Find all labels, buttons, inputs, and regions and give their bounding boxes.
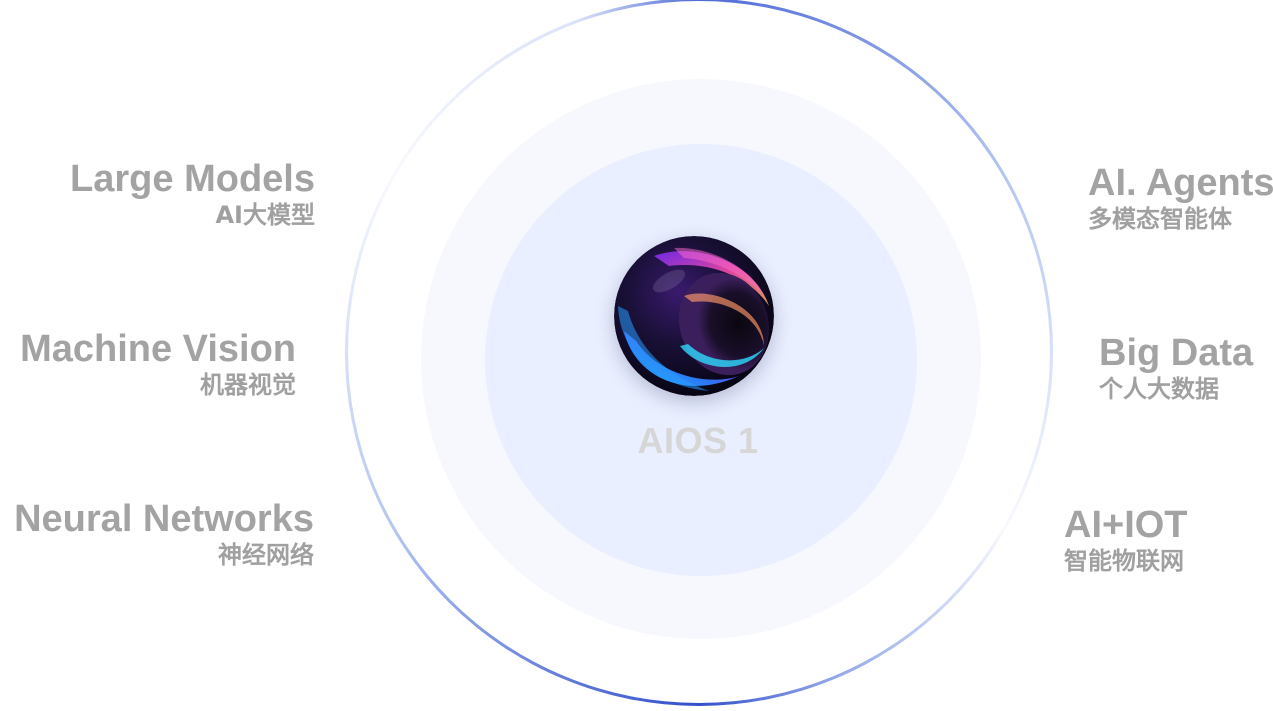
glowing-sphere-icon xyxy=(614,236,774,396)
feature-title: Machine Vision xyxy=(20,328,296,370)
feature-large-models: Large Models AI大模型 xyxy=(70,158,315,230)
feature-subtitle: 神经网络 xyxy=(218,541,314,569)
feature-subtitle: 个人大数据 xyxy=(1099,375,1219,403)
feature-neural-networks: Neural Networks 神经网络 xyxy=(14,498,314,570)
center-title: AIOS 1 xyxy=(637,420,759,461)
feature-ai-agents: AI. Agents 多模态智能体 xyxy=(1088,162,1273,234)
feature-machine-vision: Machine Vision 机器视觉 xyxy=(20,328,296,400)
feature-ai-iot: AI+IOT 智能物联网 xyxy=(1064,504,1188,576)
feature-title: AI+IOT xyxy=(1064,504,1188,546)
feature-title: Big Data xyxy=(1099,332,1254,374)
feature-subtitle: 多模态智能体 xyxy=(1088,205,1232,233)
feature-big-data: Big Data 个人大数据 xyxy=(1099,332,1253,404)
feature-subtitle: 机器视觉 xyxy=(200,371,296,399)
feature-title: Large Models xyxy=(70,158,315,200)
feature-subtitle: 智能物联网 xyxy=(1064,547,1184,575)
feature-subtitle: AI大模型 xyxy=(215,201,315,229)
feature-title: Neural Networks xyxy=(14,498,314,540)
feature-title: AI. Agents xyxy=(1088,162,1273,204)
